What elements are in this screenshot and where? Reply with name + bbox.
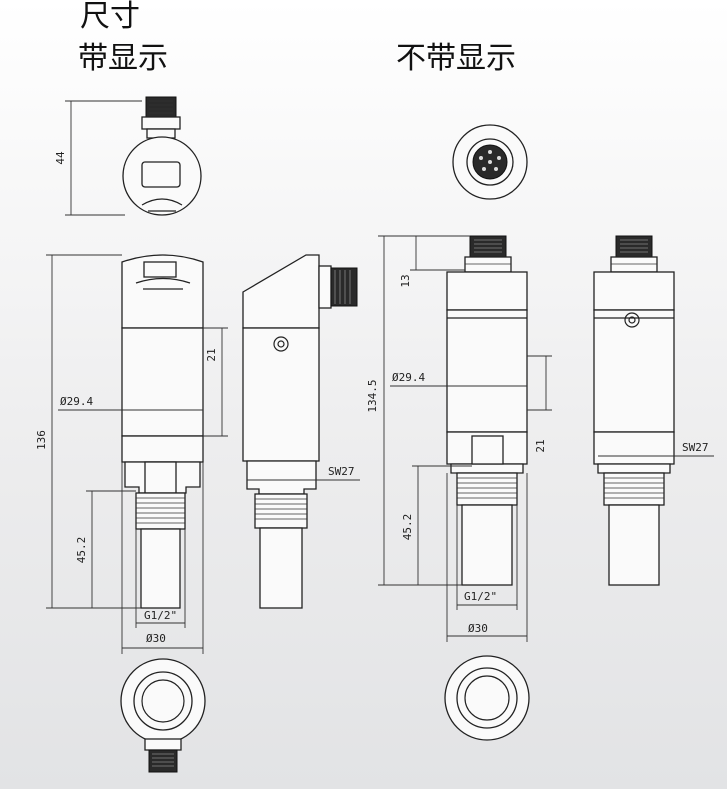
thread-right-label: G1/2" bbox=[464, 590, 497, 603]
dimension-30-left: Ø30 bbox=[121, 462, 204, 654]
dimension-21-right: 21 bbox=[527, 355, 552, 453]
dimension-30-right: Ø30 bbox=[446, 473, 528, 642]
dimension-21-right-label: 21 bbox=[534, 439, 547, 452]
front-view-without-display bbox=[446, 235, 528, 586]
top-view-without-display bbox=[452, 124, 528, 200]
sw27-far-label: SW27 bbox=[682, 441, 709, 454]
dimension-29-4-left-label: Ø29.4 bbox=[60, 395, 93, 408]
dimension-30-left-label: Ø30 bbox=[146, 632, 166, 645]
heading-without-display: 不带显示 bbox=[396, 41, 516, 76]
dimension-29-4-right-label: Ø29.4 bbox=[392, 371, 425, 384]
heading-with-display: 带显示 bbox=[78, 41, 168, 76]
dimension-sw27-far: SW27 bbox=[598, 441, 714, 457]
dimension-29-4-right: Ø29.4 bbox=[390, 371, 527, 387]
side-view-with-display bbox=[242, 254, 358, 609]
far-right-view-without-display bbox=[593, 235, 675, 586]
dimension-21-left: 21 bbox=[203, 327, 228, 437]
dimension-136-label: 136 bbox=[35, 430, 48, 450]
dimension-thread-right: G1/2" bbox=[456, 505, 518, 610]
dimension-13: 13 bbox=[399, 235, 470, 288]
bottom-view-with-display bbox=[120, 658, 206, 773]
bottom-view-without-display bbox=[444, 655, 530, 741]
dimension-30-right-label: Ø30 bbox=[468, 622, 488, 635]
dimension-45-2-right: 45.2 bbox=[401, 465, 472, 586]
top-view-with-display bbox=[122, 96, 202, 216]
dimension-thread-left: G1/2" bbox=[135, 529, 186, 628]
dimension-21-left-label: 21 bbox=[205, 348, 218, 361]
dimension-13-label: 13 bbox=[399, 274, 412, 287]
dimension-45-2-left-label: 45.2 bbox=[75, 537, 88, 564]
dimension-44: 44 bbox=[54, 100, 142, 216]
dimension-44-label: 44 bbox=[54, 151, 67, 165]
sw27-side-label: SW27 bbox=[328, 465, 355, 478]
dimension-134-5-label: 134.5 bbox=[366, 379, 379, 412]
front-view-with-display bbox=[121, 254, 204, 609]
page-title: 尺寸 bbox=[80, 0, 140, 34]
dimension-sw27-side: SW27 bbox=[247, 465, 360, 481]
dimension-45-2-right-label: 45.2 bbox=[401, 514, 414, 541]
thread-left-label: G1/2" bbox=[144, 609, 177, 622]
dimension-45-2-left: 45.2 bbox=[75, 490, 141, 609]
dimension-29-4-left: Ø29.4 bbox=[58, 395, 203, 411]
